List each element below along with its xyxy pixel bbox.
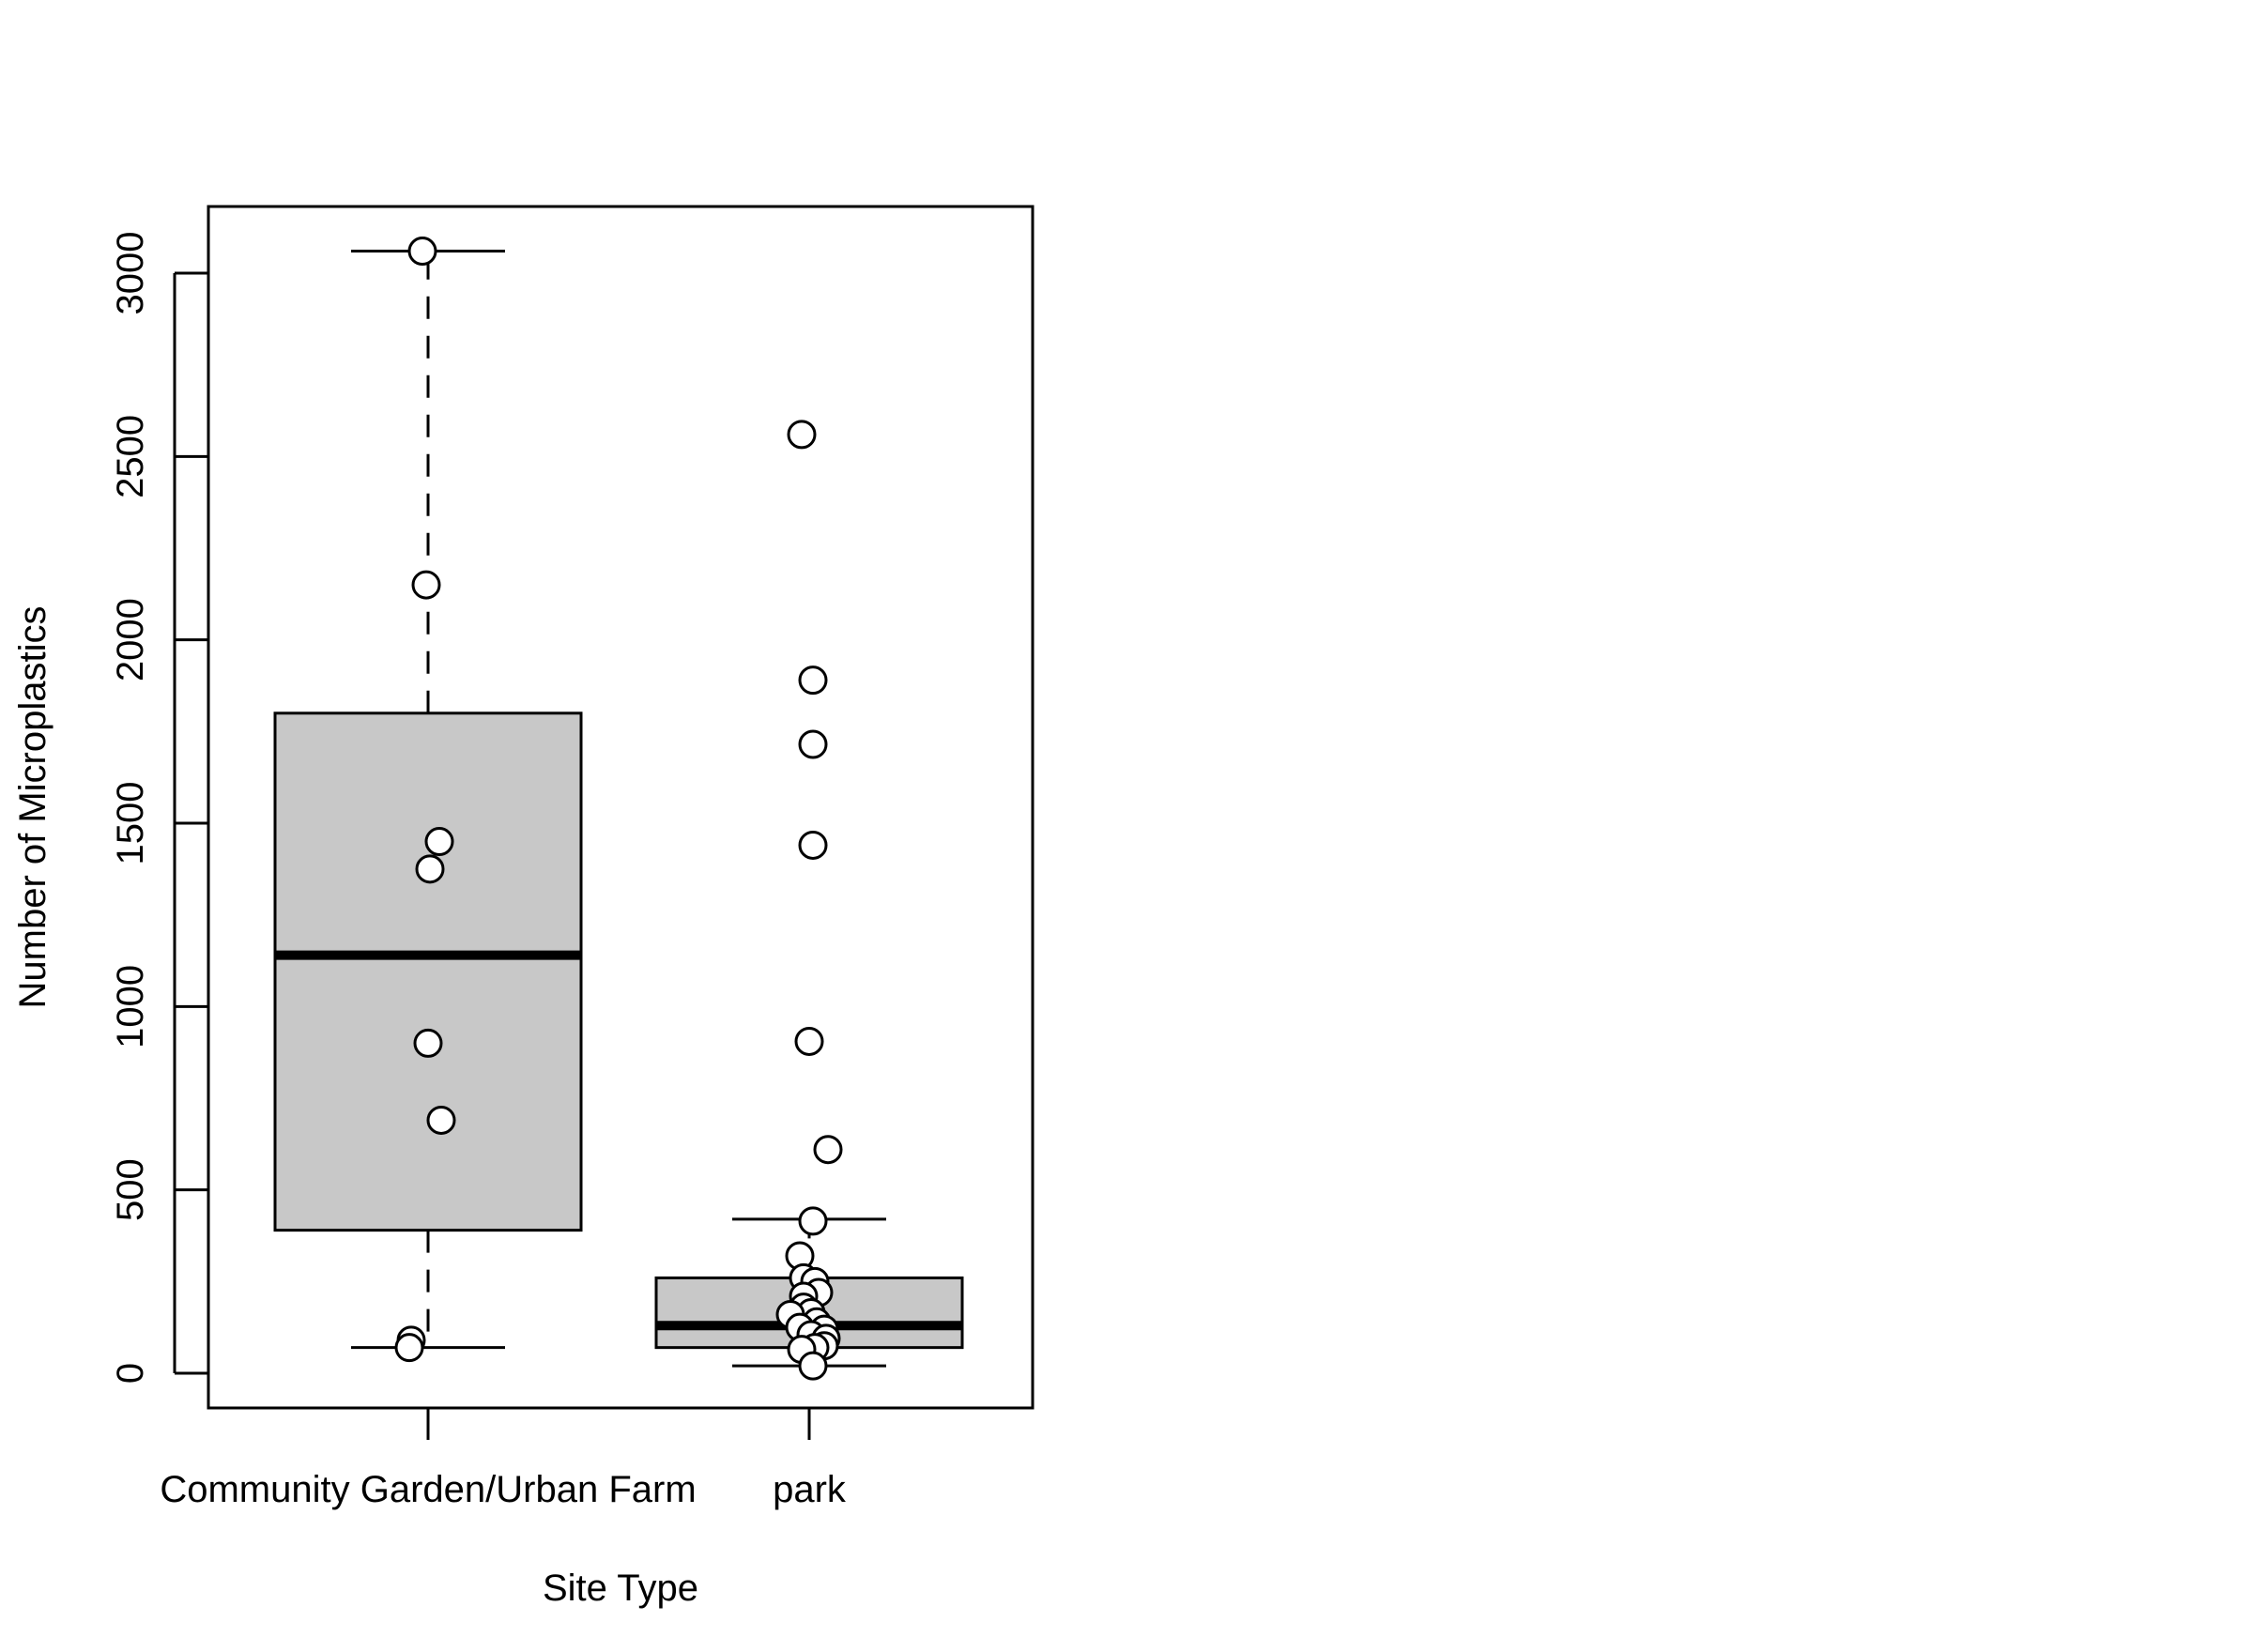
data-point — [413, 1028, 443, 1058]
data-point — [794, 1026, 824, 1056]
y-tick-label: 2500 — [110, 415, 151, 498]
x-tick-label: Community Garden/Urban Farm — [160, 1469, 696, 1510]
data-point — [394, 1333, 424, 1363]
y-tick-label: 0 — [110, 1363, 151, 1384]
x-axis-title: Site Type — [543, 1568, 698, 1609]
box-group — [273, 250, 583, 1350]
data-point — [798, 729, 828, 759]
data-point — [426, 1105, 456, 1135]
data-point — [415, 854, 445, 884]
y-tick-label: 2000 — [110, 598, 151, 681]
y-axis: 0 500 1000 1500 2000 2500 3000 — [110, 232, 208, 1384]
y-axis-title: Number of Microplastics — [12, 605, 54, 1008]
y-tick-label: 1500 — [110, 782, 151, 865]
data-point — [407, 237, 437, 267]
data-point — [798, 830, 828, 860]
boxes-layer — [273, 250, 964, 1368]
data-point — [798, 665, 828, 696]
points-layer — [394, 237, 843, 1381]
plot-frame — [207, 205, 1035, 1410]
x-axis: Community Garden/Urban Farm park — [160, 1408, 847, 1510]
x-tick-label: park — [773, 1469, 847, 1510]
y-tick-label: 500 — [110, 1158, 151, 1221]
data-point — [411, 570, 441, 600]
iqr-box — [273, 711, 583, 1232]
data-point — [813, 1135, 843, 1165]
data-point — [798, 1206, 828, 1236]
data-point — [424, 827, 454, 857]
y-tick-label: 3000 — [110, 232, 151, 315]
y-tick-label: 1000 — [110, 965, 151, 1048]
data-point — [798, 1351, 828, 1381]
data-point — [787, 420, 817, 450]
